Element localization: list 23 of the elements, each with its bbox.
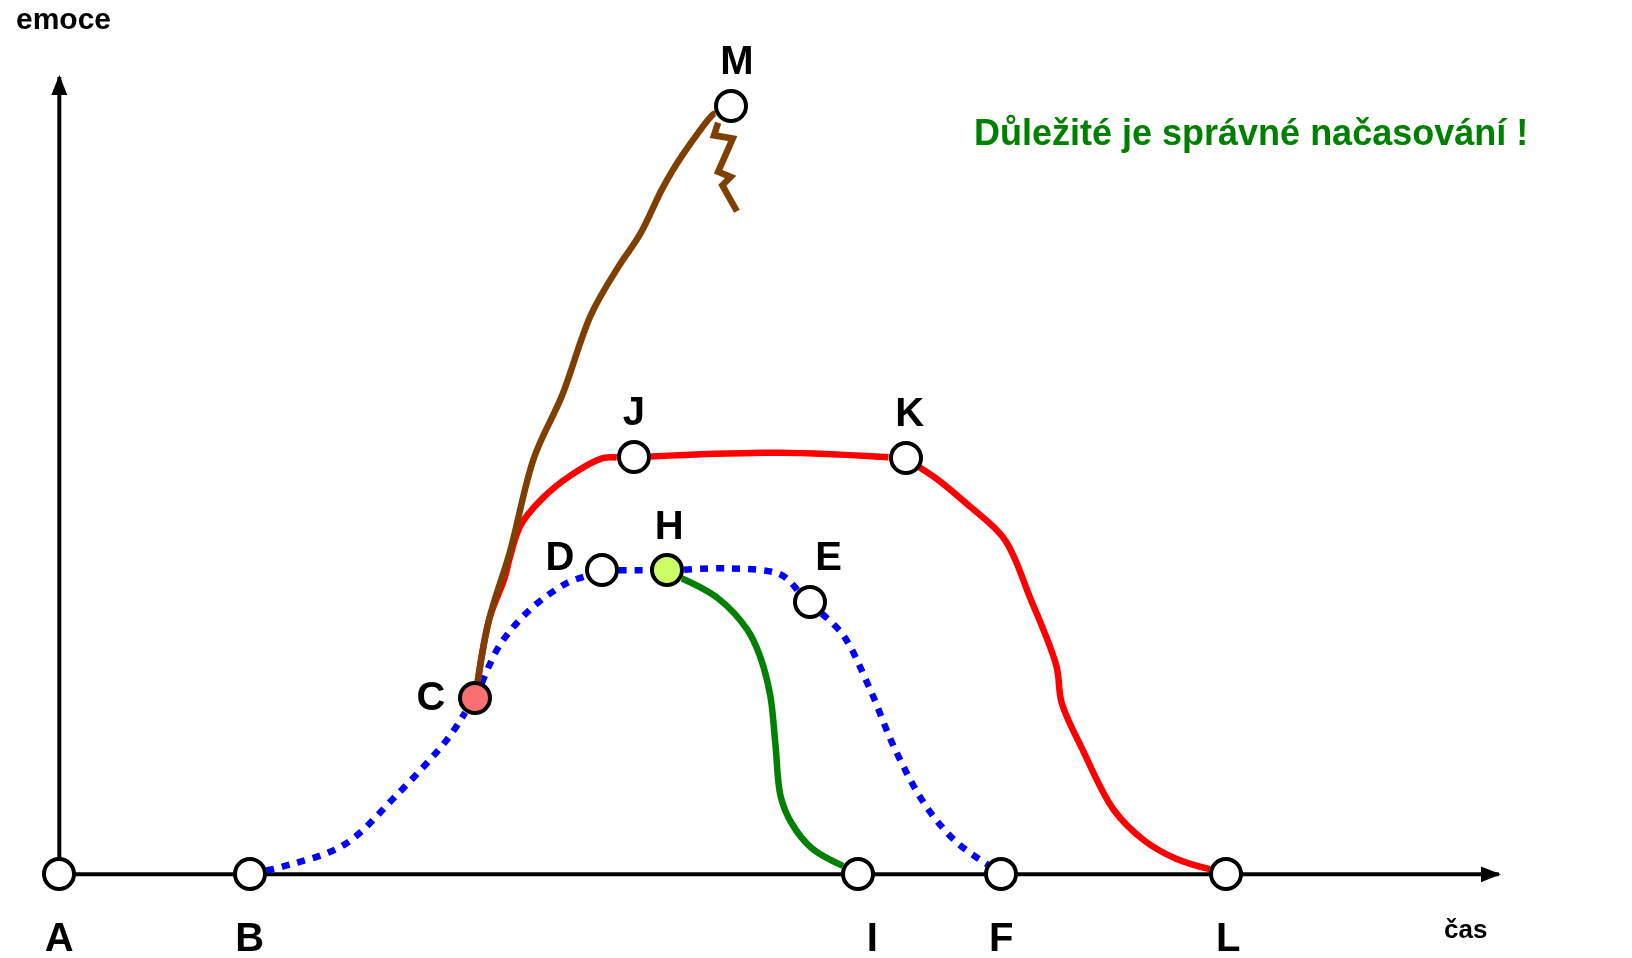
- curve-line: [683, 564, 800, 593]
- point-label: B: [234, 914, 266, 958]
- point-label: F: [988, 914, 1015, 958]
- curve-line: [650, 449, 889, 461]
- point-label: D: [544, 533, 576, 578]
- point-label: L: [1214, 914, 1242, 958]
- curve-line: [265, 710, 468, 874]
- axis-label: čas: [1444, 914, 1488, 945]
- note-text: Důležité je správné načasování !: [974, 112, 1529, 154]
- axis-label: emoce: [16, 2, 112, 36]
- curve-line: [917, 464, 1211, 873]
- curve-line: [680, 575, 845, 869]
- point-label: A: [43, 914, 75, 958]
- curve-line: [819, 611, 990, 868]
- curve-line: [478, 573, 587, 685]
- point-label: C: [415, 674, 447, 719]
- point-label: M: [719, 38, 755, 83]
- point-label: H: [653, 502, 685, 547]
- point-label: E: [814, 533, 843, 578]
- curve-line: [474, 110, 718, 683]
- point-label: I: [865, 914, 879, 958]
- point-label: K: [894, 390, 926, 435]
- point-label: J: [621, 389, 646, 434]
